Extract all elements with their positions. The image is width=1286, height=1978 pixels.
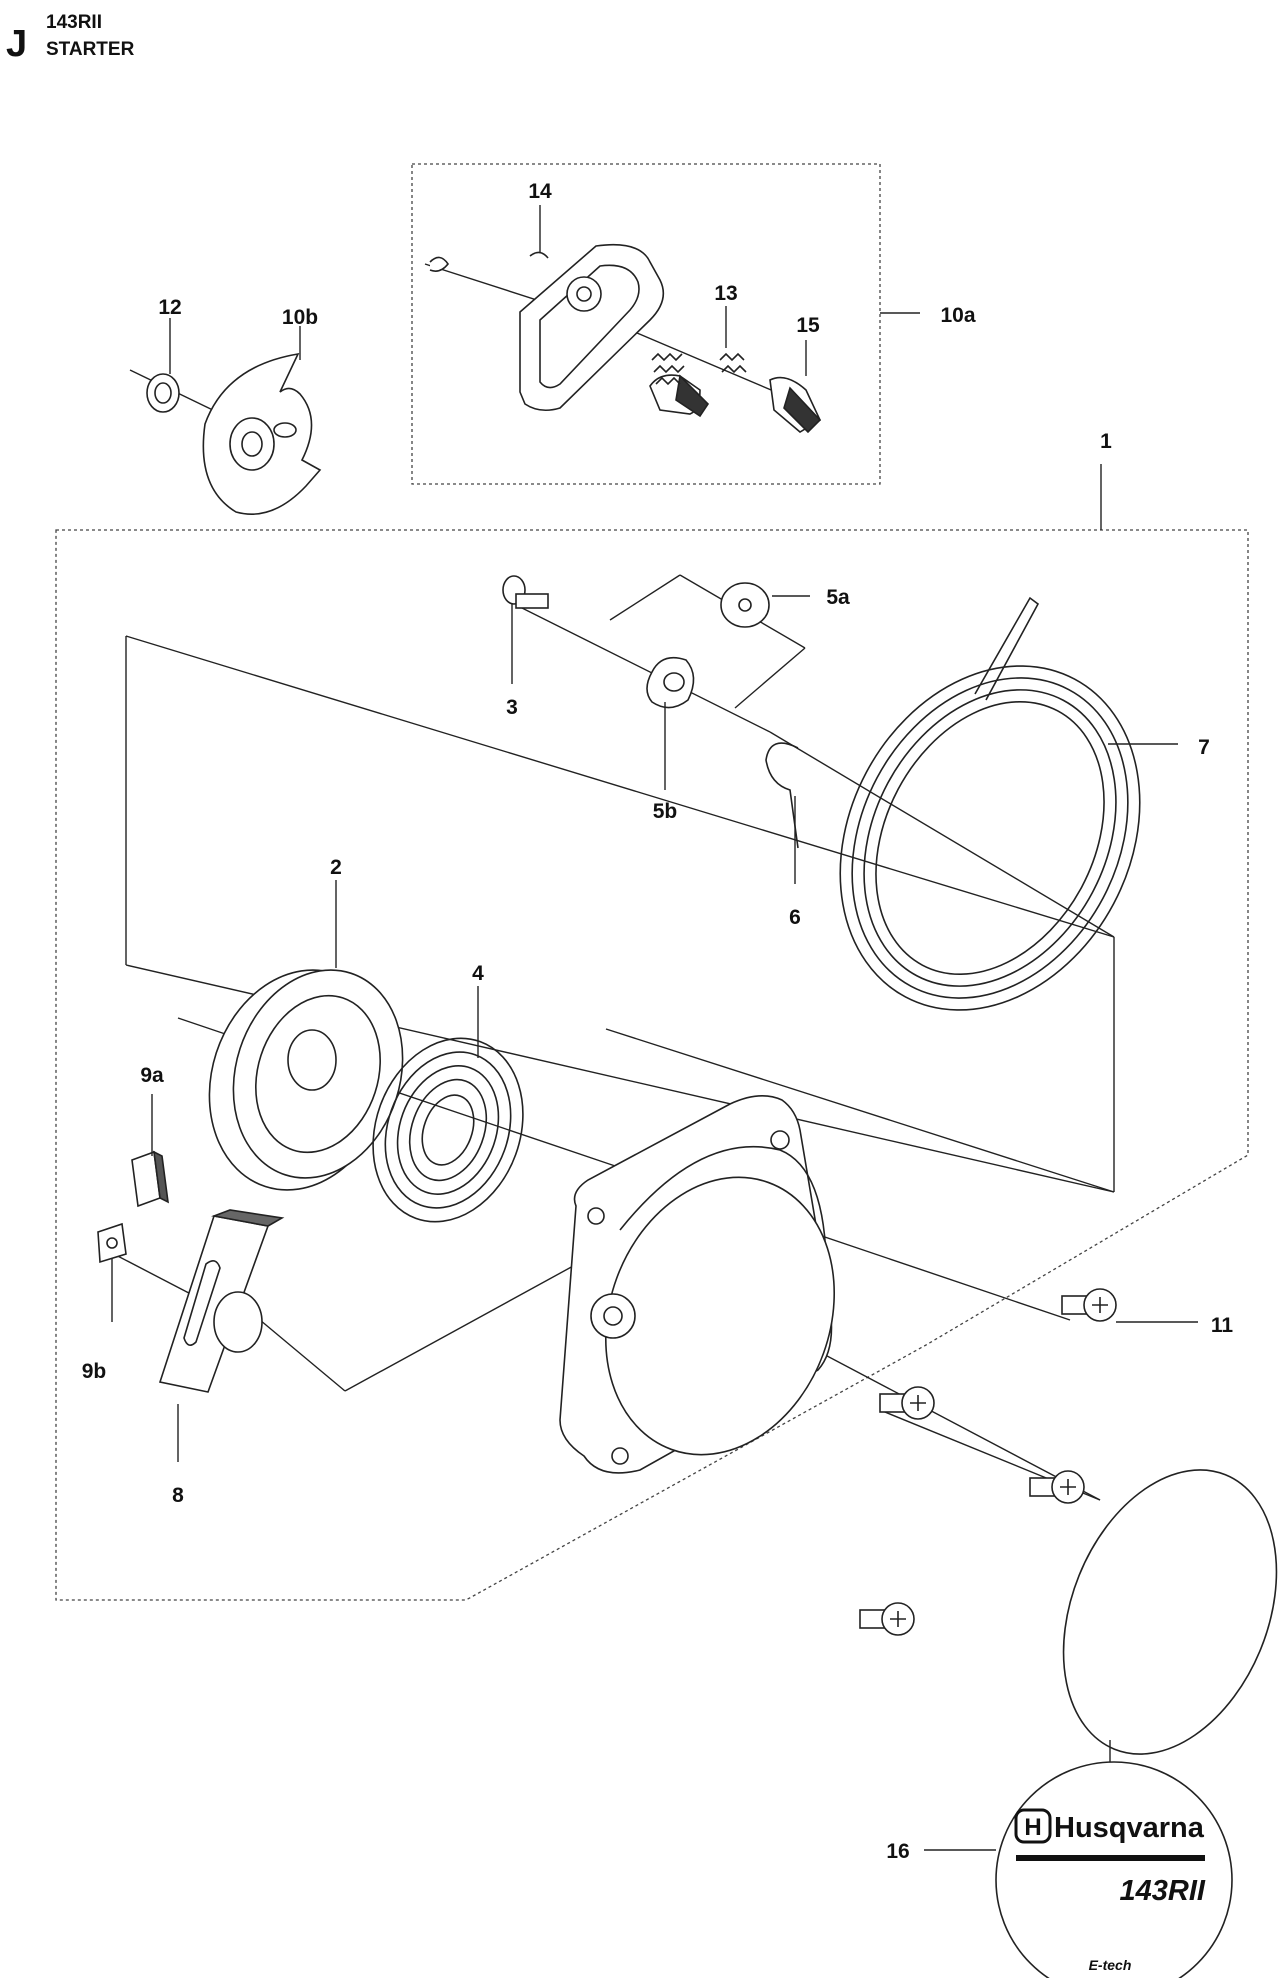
group-10a-box	[411, 163, 920, 485]
part-5b-collar	[646, 656, 695, 709]
decal-footer: E-tech	[1089, 1957, 1132, 1973]
leader-lines	[111, 205, 1198, 1851]
spare-screw-2	[1029, 1470, 1085, 1504]
callout-8: 8	[172, 1484, 184, 1507]
callout-10b: 10b	[282, 306, 318, 329]
section-letter: J	[6, 23, 27, 65]
part-4-recoil-spring	[372, 1037, 524, 1223]
callout-9a: 9a	[140, 1064, 164, 1087]
part-1-starter-housing	[559, 1095, 836, 1474]
decal-model: 143RII	[1120, 1875, 1206, 1907]
callout-1: 1	[1100, 430, 1112, 453]
part-11-screw	[1061, 1288, 1117, 1322]
callout-15: 15	[796, 314, 820, 337]
callout-9b: 9b	[82, 1360, 107, 1383]
callout-2: 2	[330, 856, 342, 879]
callout-7: 7	[1198, 736, 1210, 759]
part-16-decal: H Husqvarna 143RII E-tech	[995, 1761, 1233, 1978]
callout-3: 3	[506, 696, 518, 719]
part-10b-cam	[202, 352, 322, 515]
part-7-starter-rope	[839, 596, 1141, 1011]
part-10a-pawl-plate	[429, 243, 822, 434]
svg-text:H: H	[1024, 1814, 1041, 1841]
part-9b-nut	[97, 1222, 127, 1264]
callout-14: 14	[528, 180, 552, 203]
callout-11: 11	[1211, 1314, 1234, 1337]
part-2-rope-pulley	[208, 969, 404, 1191]
part-12-bushing	[146, 373, 180, 413]
part-6-hook	[765, 742, 799, 849]
spare-screw-3	[859, 1602, 915, 1636]
husqvarna-logo-icon: H	[1014, 1808, 1052, 1844]
callout-5a: 5a	[826, 586, 850, 609]
decal-brand: Husqvarna	[1054, 1812, 1205, 1844]
callout-6: 6	[789, 906, 801, 929]
callout-13: 13	[714, 282, 737, 305]
callout-4: 4	[472, 962, 484, 985]
callout-16: 16	[886, 1840, 909, 1863]
part-8-guide-plate	[158, 1209, 285, 1393]
callout-5b: 5b	[653, 800, 678, 823]
callout-labels: 1 2 3 4 5a 5b 6 7 8 9a 9b 10a 10b 11 12 …	[82, 180, 1234, 1863]
part-9a-block	[131, 1150, 169, 1208]
callout-12: 12	[158, 296, 181, 319]
group-1-box	[55, 464, 1249, 1601]
cover-disc	[1062, 1469, 1278, 1775]
part-3-screw	[502, 575, 549, 609]
spare-screw-1	[879, 1386, 935, 1420]
section-title: STARTER	[46, 39, 135, 60]
callout-10a: 10a	[940, 304, 975, 327]
model-label: 143RII	[46, 12, 102, 33]
part-5a-washer	[720, 582, 770, 628]
